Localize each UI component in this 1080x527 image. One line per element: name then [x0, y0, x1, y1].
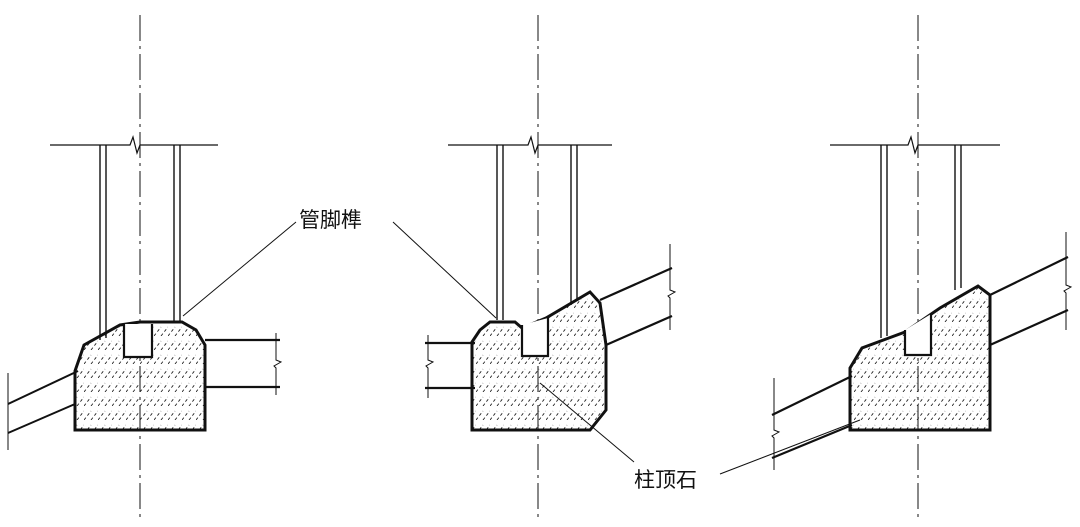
leader-tenon-left	[182, 221, 297, 317]
sloping-slab-right-lower	[771, 375, 853, 470]
tenon-socket-left	[122, 324, 154, 359]
diagram-right	[719, 15, 1073, 520]
tenon-socket-middle	[520, 318, 550, 358]
column-base-stone-left	[73, 320, 207, 432]
leader-tenon-middle	[392, 221, 497, 319]
sloping-slab-middle	[599, 244, 677, 347]
label-column-base: 柱顶石	[634, 468, 697, 492]
column-middle	[496, 145, 578, 320]
column-right	[880, 145, 962, 338]
sloping-slab-right-upper	[989, 232, 1073, 347]
diagram-middle	[392, 15, 677, 520]
horizontal-slab-left	[205, 333, 283, 395]
column-left	[99, 145, 181, 340]
break-line-left	[50, 134, 218, 156]
ground-slab-left	[7, 370, 79, 450]
tenon-socket-right	[903, 314, 933, 357]
label-tenon: 管脚榫	[299, 208, 362, 232]
column-base-stone-right	[848, 284, 992, 432]
horizontal-slab-middle	[425, 335, 475, 398]
leader-base-right	[719, 419, 861, 475]
break-line-right	[830, 134, 1000, 156]
leader-base-middle	[539, 382, 635, 463]
diagram-left	[7, 15, 297, 520]
break-line-middle	[448, 134, 612, 156]
column-base-stone-middle	[470, 290, 608, 432]
